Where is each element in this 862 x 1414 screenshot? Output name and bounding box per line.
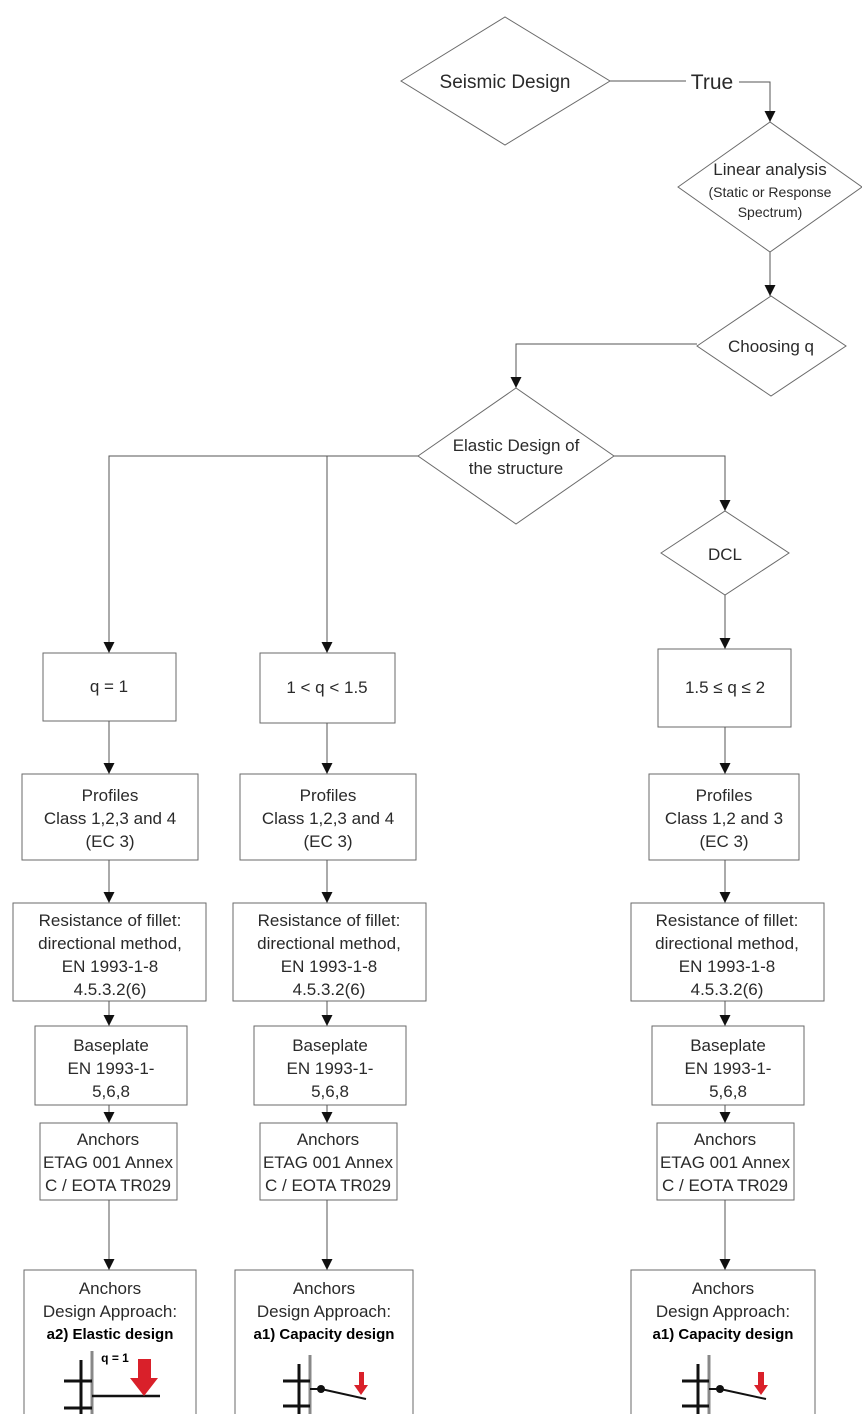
profiles-line3-col2: (EC 3) bbox=[303, 832, 352, 851]
resistance-box-col3 bbox=[630, 902, 825, 1002]
profiles-line1-col3: Profiles bbox=[696, 786, 753, 805]
approach-line1-col1: Anchors bbox=[79, 1279, 141, 1298]
resistance-line4-col3: 4.5.3.2(6) bbox=[691, 980, 764, 999]
linear-analysis-decision bbox=[677, 121, 862, 253]
dcl-label: DCL bbox=[708, 545, 742, 564]
connector-elastic-col1 bbox=[103, 455, 418, 653]
linear-analysis-subtitle-1: (Static or Response bbox=[709, 184, 832, 200]
resistance-line1-col2: Resistance of fillet: bbox=[258, 911, 401, 930]
choosing-q-label: Choosing q bbox=[728, 337, 814, 356]
approach-line2-col3: Design Approach: bbox=[656, 1302, 790, 1321]
approach-line1-col3: Anchors bbox=[692, 1279, 754, 1298]
approach-line2-col1: Design Approach: bbox=[43, 1302, 177, 1321]
connector-true-linear bbox=[739, 81, 776, 122]
approach-box-col3 bbox=[630, 1269, 816, 1414]
plastic-hinge-anchor-icon-col3 bbox=[682, 1355, 768, 1414]
elastic-design-line2: the structure bbox=[469, 459, 564, 478]
profiles-line2-col3: Class 1,2 and 3 bbox=[665, 809, 783, 828]
baseplate-line1-col1: Baseplate bbox=[73, 1036, 149, 1055]
approach-line3-col2: a1) Capacity design bbox=[254, 1326, 395, 1343]
q-label-col3: 1.5 ≤ q ≤ 2 bbox=[685, 678, 765, 697]
baseplate-box-col2 bbox=[253, 1025, 407, 1106]
anchors-line2-col2: ETAG 001 Annex bbox=[263, 1153, 394, 1172]
plastic-hinge-anchor-icon-col2 bbox=[283, 1355, 368, 1414]
elastic-anchor-load-icon bbox=[64, 1351, 160, 1414]
q-box-col1 bbox=[42, 652, 177, 722]
icon-q-label-col1: q = 1 bbox=[101, 1351, 129, 1365]
baseplate-line3-col1: 5,6,8 bbox=[92, 1082, 130, 1101]
profiles-box-col3 bbox=[648, 773, 800, 861]
resistance-line3-col2: EN 1993-1-8 bbox=[281, 957, 377, 976]
linear-analysis-title: Linear analysis bbox=[713, 160, 826, 179]
anchors-box-col3 bbox=[656, 1122, 795, 1201]
approach-box-col1 bbox=[23, 1269, 197, 1414]
profiles-box-col2 bbox=[239, 773, 417, 861]
choosing-q-decision bbox=[696, 295, 847, 397]
approach-line3-col1: a2) Elastic design bbox=[47, 1326, 174, 1343]
profiles-line1-col2: Profiles bbox=[300, 786, 357, 805]
linear-analysis-subtitle-2: Spectrum) bbox=[738, 204, 803, 220]
dcl-decision bbox=[660, 510, 790, 596]
resistance-line4-col2: 4.5.3.2(6) bbox=[293, 980, 366, 999]
baseplate-box-col3 bbox=[651, 1025, 805, 1106]
baseplate-line3-col2: 5,6,8 bbox=[311, 1082, 349, 1101]
profiles-box-col1 bbox=[21, 773, 199, 861]
anchors-box-col1 bbox=[39, 1122, 178, 1201]
anchors-line1-col2: Anchors bbox=[297, 1130, 359, 1149]
anchors-line2-col1: ETAG 001 Annex bbox=[43, 1153, 174, 1172]
anchors-line2-col3: ETAG 001 Annex bbox=[660, 1153, 791, 1172]
elastic-design-decision bbox=[417, 387, 615, 525]
resistance-box-col2 bbox=[232, 902, 427, 1002]
approach-line2-col2: Design Approach: bbox=[257, 1302, 391, 1321]
baseplate-line2-col1: EN 1993-1- bbox=[68, 1059, 155, 1078]
baseplate-line2-col2: EN 1993-1- bbox=[287, 1059, 374, 1078]
profiles-line2-col1: Class 1,2,3 and 4 bbox=[44, 809, 176, 828]
baseplate-line1-col3: Baseplate bbox=[690, 1036, 766, 1055]
resistance-line1-col3: Resistance of fillet: bbox=[656, 911, 799, 930]
connector-choosing-elastic bbox=[510, 343, 697, 388]
baseplate-box-col1 bbox=[34, 1025, 188, 1106]
anchors-line1-col3: Anchors bbox=[694, 1130, 756, 1149]
approach-line1-col2: Anchors bbox=[293, 1279, 355, 1298]
resistance-line1-col1: Resistance of fillet: bbox=[39, 911, 182, 930]
q-box-col3 bbox=[657, 648, 792, 728]
approach-line3-col3: a1) Capacity design bbox=[653, 1326, 794, 1343]
q-label-col2: 1 < q < 1.5 bbox=[286, 678, 367, 697]
resistance-line2-col3: directional method, bbox=[655, 934, 799, 953]
profiles-line3-col3: (EC 3) bbox=[699, 832, 748, 851]
true-label: True bbox=[691, 71, 733, 94]
connector-elastic-dcl bbox=[614, 455, 731, 511]
anchors-line3-col2: C / EOTA TR029 bbox=[265, 1176, 391, 1195]
resistance-line3-col1: EN 1993-1-8 bbox=[62, 957, 158, 976]
baseplate-line2-col3: EN 1993-1- bbox=[685, 1059, 772, 1078]
anchors-line3-col3: C / EOTA TR029 bbox=[662, 1176, 788, 1195]
anchors-box-col2 bbox=[259, 1122, 398, 1201]
resistance-line2-col2: directional method, bbox=[257, 934, 401, 953]
resistance-line4-col1: 4.5.3.2(6) bbox=[74, 980, 147, 999]
baseplate-line1-col2: Baseplate bbox=[292, 1036, 368, 1055]
q-label-col1: q = 1 bbox=[90, 677, 128, 696]
elastic-design-line1: Elastic Design of bbox=[453, 436, 580, 455]
seismic-design-label: Seismic Design bbox=[440, 72, 571, 93]
resistance-line3-col3: EN 1993-1-8 bbox=[679, 957, 775, 976]
profiles-line2-col2: Class 1,2,3 and 4 bbox=[262, 809, 394, 828]
resistance-line2-col1: directional method, bbox=[38, 934, 182, 953]
anchors-line3-col1: C / EOTA TR029 bbox=[45, 1176, 171, 1195]
profiles-line3-col1: (EC 3) bbox=[85, 832, 134, 851]
baseplate-line3-col3: 5,6,8 bbox=[709, 1082, 747, 1101]
resistance-box-col1 bbox=[12, 902, 207, 1002]
q-box-col2 bbox=[259, 652, 396, 724]
anchors-line1-col1: Anchors bbox=[77, 1130, 139, 1149]
profiles-line1-col1: Profiles bbox=[82, 786, 139, 805]
